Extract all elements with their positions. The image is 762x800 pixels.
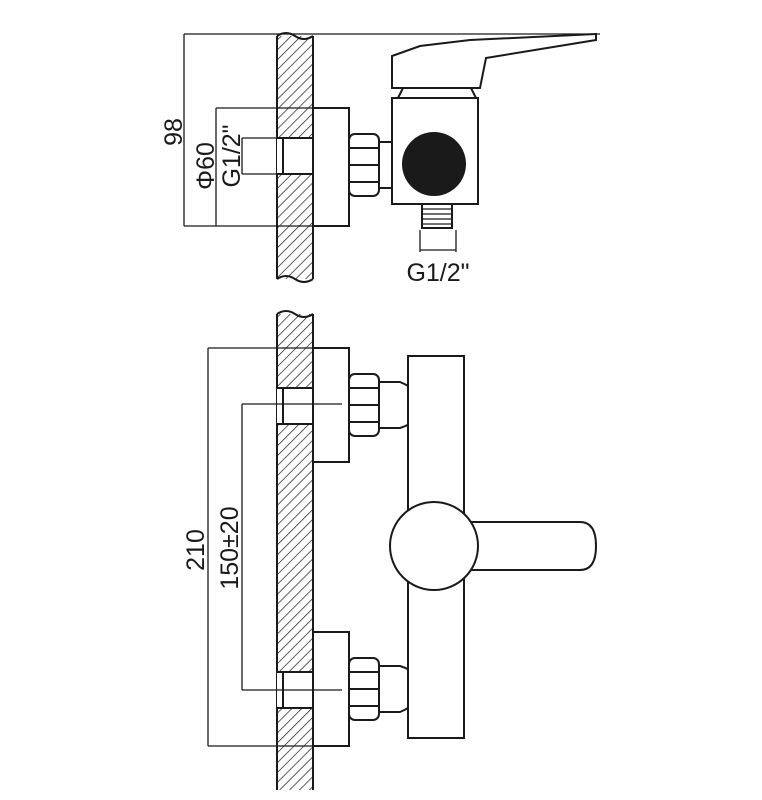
dim-center-distance: 150±20 [216, 506, 244, 589]
side-inlet-pipe [277, 137, 313, 175]
front-lever [439, 521, 598, 571]
front-upper-hex-nut [348, 373, 380, 437]
side-view: 98 Φ60 G1/2" G1/2" [160, 32, 600, 287]
side-dim-lines [183, 33, 600, 227]
side-outlet-thread [421, 203, 453, 229]
front-wall [276, 310, 314, 790]
dim-thread-outlet: G1/2" [406, 259, 469, 287]
side-handle [391, 32, 597, 89]
front-upper-pipe [277, 387, 313, 425]
dim-thread-inlet: G1/2" [218, 124, 246, 187]
dim-height-98: 98 [160, 118, 188, 146]
front-view: 210 150±20 [182, 310, 598, 790]
side-escutcheon [312, 107, 350, 227]
front-lower-escutcheon [312, 631, 350, 747]
front-lower-hex-nut [348, 657, 380, 721]
front-cartridge-disc [389, 501, 479, 591]
front-upper-escutcheon [312, 347, 350, 463]
dim-diameter-60: Φ60 [192, 142, 220, 190]
side-knob [402, 132, 466, 196]
dim-total-height-210: 210 [182, 529, 210, 571]
side-outlet-dim [419, 230, 457, 252]
front-dim-lines [207, 347, 349, 747]
side-hex-nut [348, 133, 380, 197]
